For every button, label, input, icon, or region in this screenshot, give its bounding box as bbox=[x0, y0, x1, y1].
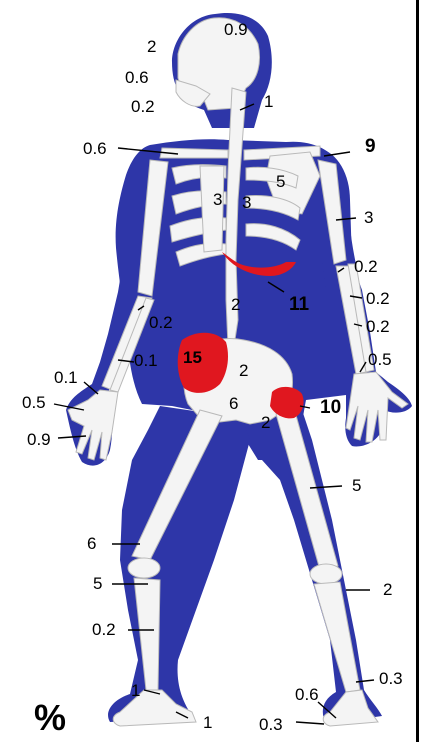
label-left-knee: 5 bbox=[93, 575, 102, 592]
label-left-forearm: 0.2 bbox=[149, 314, 173, 331]
label-left-tibia: 0.2 bbox=[92, 621, 116, 638]
label-left-hand-mid: 0.5 bbox=[22, 394, 46, 411]
label-pelvis-left: 15 bbox=[183, 349, 202, 366]
label-right-femur: 5 bbox=[352, 477, 361, 494]
label-cervical-spine: 1 bbox=[264, 93, 273, 110]
right-frame-border bbox=[416, 0, 419, 742]
label-right-elbow: 0.2 bbox=[354, 258, 378, 275]
label-left-ankle: 1 bbox=[131, 682, 140, 699]
label-nose: 2 bbox=[147, 38, 156, 55]
label-sternum: 3 bbox=[213, 191, 222, 208]
bone-set bbox=[68, 18, 408, 726]
label-right-hip: 10 bbox=[320, 398, 341, 417]
label-ischium: 2 bbox=[261, 414, 270, 431]
label-left-forearm-lower: 0.1 bbox=[134, 352, 158, 369]
label-right-radius: 0.2 bbox=[366, 290, 390, 307]
label-ribs: 3 bbox=[242, 194, 251, 211]
label-right-tibia: 2 bbox=[383, 581, 392, 598]
label-left-hand-wrist: 0.1 bbox=[54, 369, 78, 386]
label-upper-jaw: 0.6 bbox=[125, 69, 149, 86]
label-right-ankle: 0.3 bbox=[379, 670, 403, 687]
label-shoulder: 9 bbox=[365, 137, 376, 156]
label-right-foot: 0.3 bbox=[259, 716, 283, 733]
label-clavicle: 0.6 bbox=[83, 140, 107, 157]
label-skull: 0.9 bbox=[224, 21, 248, 38]
label-right-hand: 0.5 bbox=[368, 351, 392, 368]
label-right-foot-upper: 0.6 bbox=[295, 686, 319, 703]
percent-unit-symbol: % bbox=[34, 700, 66, 736]
label-left-foot: 1 bbox=[203, 714, 212, 731]
label-left-femur: 6 bbox=[87, 535, 96, 552]
label-mandible: 0.2 bbox=[131, 98, 155, 115]
label-pubis: 6 bbox=[229, 395, 238, 412]
label-left-fingers: 0.9 bbox=[27, 431, 51, 448]
label-lumbar-spine: 2 bbox=[231, 296, 240, 313]
label-humerus: 3 bbox=[364, 209, 373, 226]
label-sacrum: 2 bbox=[239, 362, 248, 379]
label-scapula: 5 bbox=[276, 173, 285, 190]
label-lower-ribs: 11 bbox=[289, 295, 309, 314]
label-right-ulna: 0.2 bbox=[366, 318, 390, 335]
